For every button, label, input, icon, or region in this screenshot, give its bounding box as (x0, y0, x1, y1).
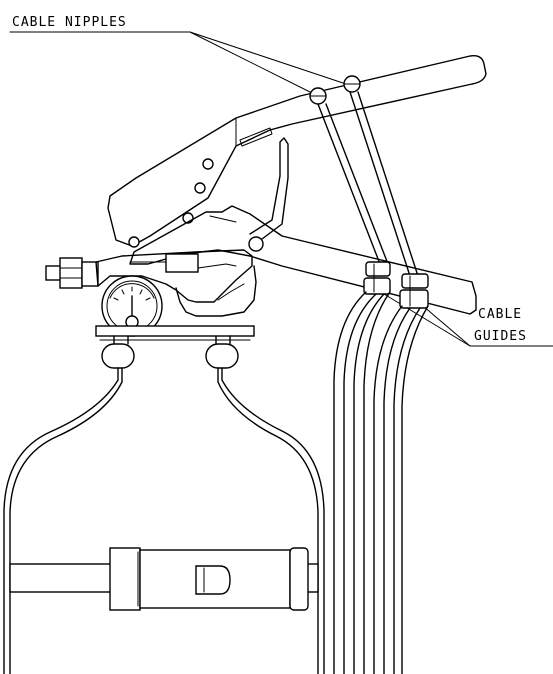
valve-top-block (165, 253, 199, 273)
safety-pin (248, 137, 289, 252)
valve-neck (175, 265, 257, 317)
cable-housings (333, 291, 429, 674)
nut-right (205, 343, 239, 369)
cable-guide-2 (399, 273, 429, 309)
nut-left (101, 343, 135, 369)
cable-2-right (357, 91, 419, 277)
lower-lever-detail (209, 215, 237, 223)
housing-2-outer-b (401, 305, 429, 674)
cables-upper (317, 91, 419, 277)
housing-1-outer-b (363, 291, 391, 674)
cable-guides (363, 261, 429, 309)
cable-nipples-leader-1 (189, 31, 319, 97)
valve-collar (95, 325, 255, 337)
lever-handle (107, 54, 487, 315)
tank-left-outline (3, 367, 119, 674)
gauge-scale-arc (109, 283, 155, 299)
safety-pin-ring (248, 236, 264, 252)
cable-guide-2-top (401, 273, 429, 289)
upper-lever (107, 54, 487, 247)
cable-guide-2-bottom (399, 289, 429, 309)
valve-top-detail (197, 263, 237, 269)
strap-bracket-left (109, 547, 141, 611)
lever-hole-1 (202, 158, 214, 170)
cable-guide-1 (363, 261, 391, 295)
lever-slot (239, 127, 273, 147)
outlet-nut-2 (59, 257, 83, 289)
strap-latch (195, 565, 231, 595)
outlet-stem (81, 261, 99, 287)
housing-2-outer (373, 305, 403, 674)
housing-2-inner-a (383, 307, 411, 674)
tank-right-outline (221, 367, 325, 674)
cable-guide-1-bottom (363, 277, 391, 295)
cable-2-left (349, 91, 411, 277)
cable-guide-1-top (365, 261, 391, 277)
lever-hole-2 (194, 182, 206, 194)
gauge-tick-5 (145, 297, 151, 301)
gauge-tick-2 (121, 289, 125, 295)
housing-1-outer (333, 291, 367, 674)
label-cable-nipples: CABLE NIPPLES (9, 15, 347, 97)
housing-1-inner-b (353, 293, 385, 674)
cable-1-left (317, 103, 381, 265)
cable-nipples-text: CABLE NIPPLES (12, 15, 127, 30)
valve-neck-detail (217, 283, 245, 301)
cable-nipples-leader-2 (189, 31, 347, 85)
valve-body (45, 249, 257, 369)
guides-text: GUIDES (474, 329, 527, 344)
cylinder-tank (3, 367, 325, 674)
safety-pin-wire (249, 137, 289, 243)
label-cable-guides: CABLE GUIDES (383, 293, 553, 347)
strap-bracket-right (289, 547, 309, 611)
gauge-tick-1 (113, 297, 119, 301)
tank-right-outline-inner (217, 367, 319, 674)
cable-1-right (325, 103, 389, 265)
cable-nipples (309, 75, 361, 105)
gauge-tick-4 (139, 289, 143, 295)
cable-guides-leader-1 (383, 293, 471, 347)
housing-1-inner-a (343, 293, 377, 674)
lever-hole-4 (128, 236, 140, 248)
cable-text: CABLE (478, 307, 522, 322)
tank-left-outline-inner (9, 367, 123, 674)
housing-2-inner-b (393, 307, 421, 674)
